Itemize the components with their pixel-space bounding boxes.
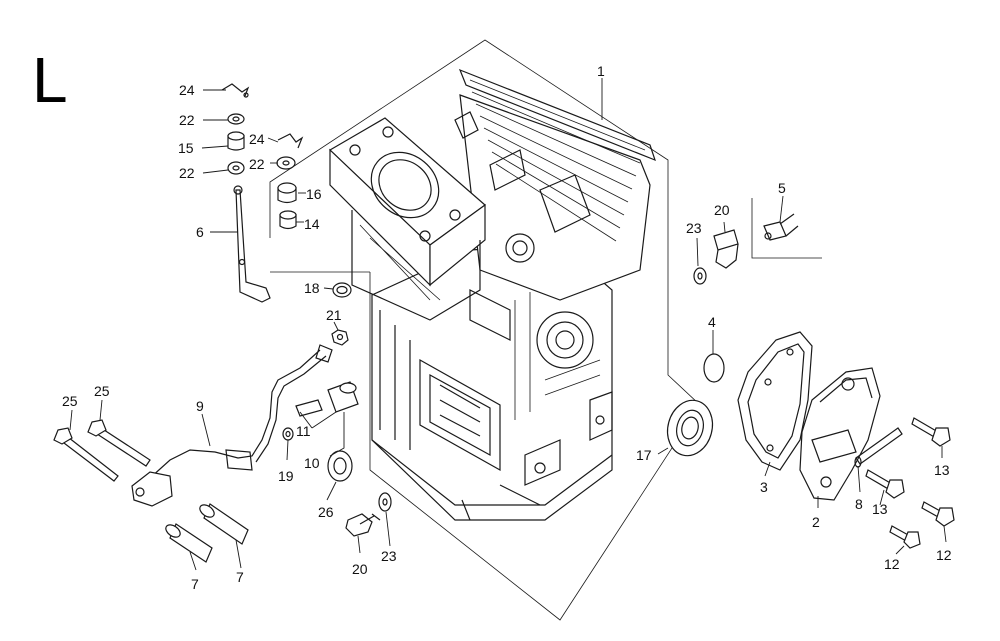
part17-oil-seal <box>666 399 714 457</box>
part12-bolt-lower <box>889 525 921 549</box>
part23-washer-right <box>693 267 707 285</box>
part20-bolt-bottom <box>345 513 381 537</box>
part6-rod <box>233 185 271 303</box>
part12-bolt-upper <box>921 501 955 527</box>
callout-17: 17 <box>636 447 652 463</box>
part5-bracket <box>751 198 822 259</box>
part22-washer-right <box>276 156 296 170</box>
callout-19: 19 <box>278 468 294 484</box>
callout-25-right: 25 <box>94 383 110 399</box>
part14-collar <box>279 210 297 230</box>
callout-12-right: 12 <box>936 547 952 563</box>
callout-24-right: 24 <box>249 131 265 147</box>
callout-6: 6 <box>196 224 204 240</box>
callout-9: 9 <box>196 398 204 414</box>
part19-washer <box>282 427 294 441</box>
part16-grommet <box>277 182 297 204</box>
callout-7-right: 7 <box>236 569 244 585</box>
leader-lines <box>69 78 947 571</box>
callout-2: 2 <box>812 514 820 530</box>
part15-grommet <box>227 131 245 151</box>
part11-oil-switch <box>295 381 359 417</box>
part25-bolt-left <box>53 427 119 482</box>
part5-fitting <box>763 213 799 241</box>
part2-side-cover <box>799 367 881 501</box>
callout-26: 26 <box>318 504 334 520</box>
callout-18: 18 <box>304 280 320 296</box>
callout-12-left: 12 <box>884 556 900 572</box>
callout-22-right: 22 <box>249 156 265 172</box>
callout-25-left: 25 <box>62 393 78 409</box>
part3-gasket <box>737 331 813 471</box>
cylinder-crankcase <box>329 68 656 521</box>
callout-8: 8 <box>855 496 863 512</box>
callout-23-right: 23 <box>686 220 702 236</box>
part9-harness <box>131 344 333 507</box>
callout-7-left: 7 <box>191 576 199 592</box>
part23-washer-bottom <box>378 492 392 512</box>
callout-10: 10 <box>304 455 320 471</box>
part24-clip <box>221 83 250 98</box>
callout-23-bottom: 23 <box>381 548 397 564</box>
part26-bearing <box>327 450 353 482</box>
callout-21: 21 <box>326 307 342 323</box>
callout-5: 5 <box>778 180 786 196</box>
part13-bolt-lower <box>865 469 905 499</box>
part18-o-ring <box>332 282 352 298</box>
callout-14: 14 <box>304 216 320 232</box>
callout-4: 4 <box>708 314 716 330</box>
callout-11: 11 <box>296 423 311 439</box>
part7-tube-left <box>165 523 213 563</box>
part24-clip-right <box>277 133 304 149</box>
part22-washer-mid <box>227 161 245 175</box>
part22-washer-top <box>227 113 245 125</box>
part20-bolt-right <box>713 229 739 269</box>
part7-tube-right <box>199 503 249 545</box>
callout-13-left: 13 <box>872 501 888 517</box>
part4-plug <box>703 353 725 383</box>
callout-15: 15 <box>178 140 194 156</box>
callout-1: 1 <box>597 63 605 79</box>
assembly-outline <box>269 39 701 621</box>
callout-24-top: 24 <box>179 82 195 98</box>
callout-20-right: 20 <box>714 202 730 218</box>
callout-3: 3 <box>760 479 768 495</box>
callout-22-mid: 22 <box>179 165 195 181</box>
callout-22-top: 22 <box>179 112 195 128</box>
part21-nut <box>331 329 349 346</box>
part13-bolt-upper <box>911 417 951 447</box>
section-letter: L <box>32 44 68 116</box>
callout-16: 16 <box>306 186 322 202</box>
callout-labels: 1 2 3 4 5 6 7 7 8 9 10 11 12 12 13 13 14… <box>62 63 952 592</box>
callout-13-right: 13 <box>934 462 950 478</box>
callout-20-bottom: 20 <box>352 561 368 577</box>
part25-bolt-right <box>87 419 151 467</box>
